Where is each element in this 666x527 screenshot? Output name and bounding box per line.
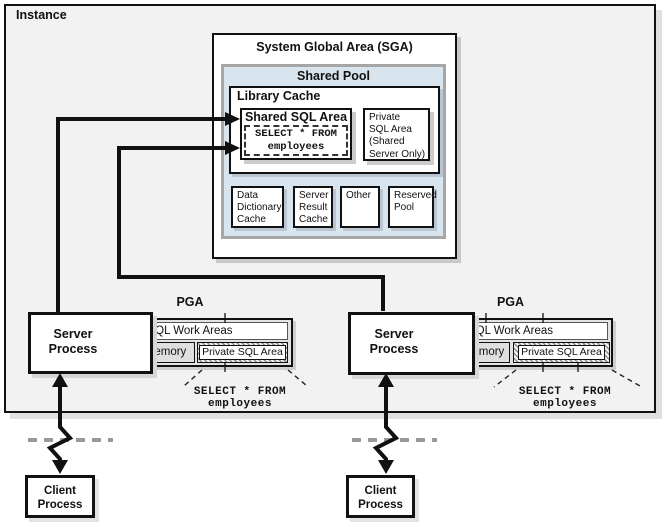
server-process-right-box — [348, 312, 475, 375]
component-line: Cache — [299, 214, 328, 225]
private-sql-area-right: Private SQL Area — [513, 342, 610, 363]
arrowhead-down-left — [52, 460, 68, 474]
component-line: Dictionary — [237, 202, 282, 213]
server-process-line: Server — [374, 327, 414, 341]
component-line: Reserved — [394, 190, 437, 201]
component-line: Result — [299, 202, 328, 213]
server-process-right-label: Server Process — [348, 327, 440, 357]
expanded-query-right: SELECT * FROM employees — [518, 386, 612, 410]
server-process-left-label: Server Process — [28, 327, 118, 357]
private-sql-area-right-label: Private SQL Area — [518, 345, 605, 360]
private-sql-line: Server Only) — [369, 148, 426, 160]
client-process-line: Process — [37, 499, 83, 511]
private-sql-area-shared-server-box: Private SQL Area (Shared Server Only) — [363, 108, 430, 161]
client-process-line: Client — [364, 485, 397, 497]
private-sql-area-left-label: Private SQL Area — [199, 345, 286, 360]
component-line: Data — [237, 190, 259, 201]
client-process-line: Client — [44, 485, 76, 497]
private-sql-line: Private — [369, 112, 401, 123]
component-line: Other — [346, 190, 372, 201]
client-process-line: Process — [358, 499, 403, 511]
shared-sql-query-box: SELECT * FROM employees — [244, 125, 348, 156]
shared-pool-title: Shared Pool — [297, 69, 370, 83]
expanded-query-left: SELECT * FROM employees — [193, 386, 287, 410]
other-box: Other — [340, 186, 380, 228]
pga-label-right: PGA — [496, 295, 525, 309]
private-sql-area-left: Private SQL Area — [197, 342, 288, 363]
reserved-pool-box: Reserved Pool — [388, 186, 437, 228]
pga-label-left: PGA — [176, 295, 204, 309]
component-line: Pool — [394, 202, 415, 213]
library-cache-title: Library Cache — [237, 89, 321, 103]
server-process-line: Server — [53, 327, 93, 341]
data-dictionary-cache-box: Data Dictionary Cache — [231, 186, 284, 228]
private-sql-line: SQL Area — [369, 124, 412, 136]
query-line-2: employees — [267, 141, 325, 153]
component-line: Server — [299, 190, 329, 201]
private-sql-line: (Shared — [369, 136, 405, 148]
server-result-cache-box: Server Result Cache — [293, 186, 333, 228]
shared-sql-area-title: Shared SQL Area — [244, 110, 348, 124]
sga-title: System Global Area (SGA) — [256, 40, 413, 54]
server-process-line: Process — [369, 342, 419, 356]
client-process-right-box: Client Process — [346, 475, 415, 518]
server-process-line: Process — [48, 342, 98, 356]
query-line-1: SELECT * FROM — [255, 128, 337, 140]
arrowhead-down-right — [378, 460, 394, 474]
client-process-left-box: Client Process — [25, 475, 95, 518]
component-line: Cache — [237, 214, 266, 225]
instance-label: Instance — [16, 8, 67, 22]
